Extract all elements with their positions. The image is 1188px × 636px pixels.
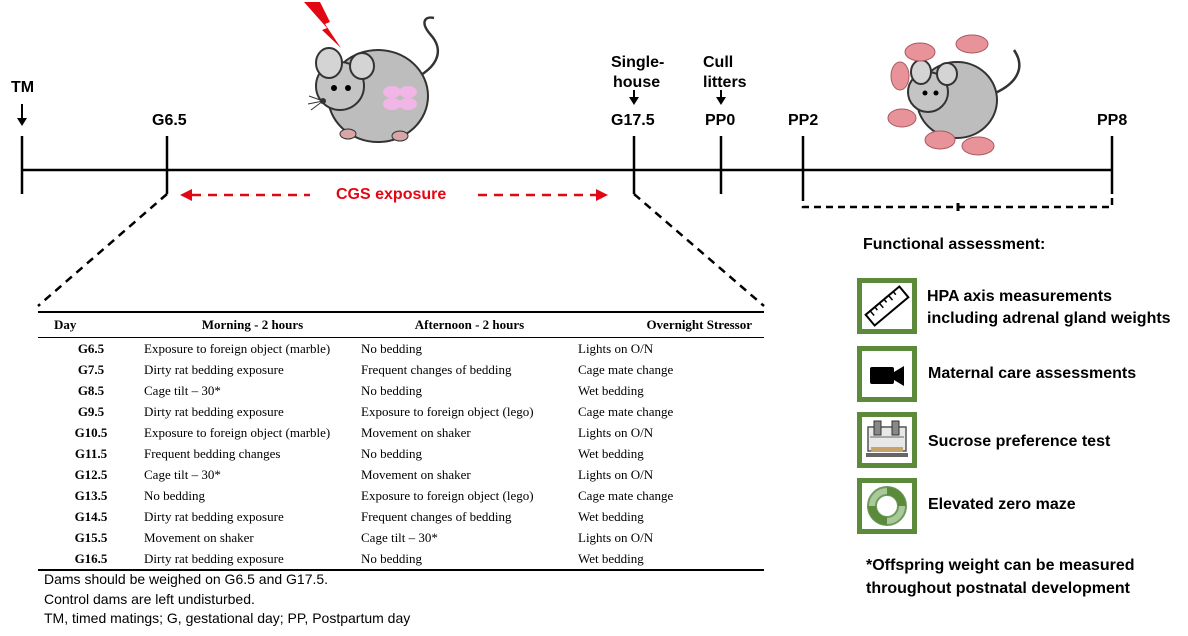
cgs-right-arrow: [478, 189, 608, 201]
table-row: G15.5 Movement on shaker Cage tilt – 30* Li…: [38, 527, 764, 548]
cell-afternoon: Movement on shaker: [361, 424, 471, 440]
cell-day: G11.5: [74, 445, 108, 461]
cell-morning: Dirty rat bedding exposure: [144, 403, 284, 419]
cell-afternoon: Exposure to foreign object (lego): [361, 487, 534, 503]
cell-afternoon: Frequent changes of bedding: [361, 508, 512, 524]
cell-afternoon: No bedding: [361, 548, 578, 571]
cell-morning: Dirty rat bedding exposure: [144, 548, 361, 571]
cgs-left-arrow: [180, 189, 310, 201]
table-row: G13.5 No bedding Exposure to foreign objec…: [38, 485, 764, 506]
cell-overnight: Lights on O/N: [578, 424, 654, 440]
cell-overnight: Cage mate change: [578, 361, 674, 377]
cell-afternoon: Frequent changes of bedding: [361, 361, 512, 377]
label-cull-litters: Cull litters: [703, 54, 747, 91]
cell-afternoon: No bedding: [361, 445, 423, 461]
cell-overnight: Lights on O/N: [578, 529, 654, 545]
cell-morning: Cage tilt – 30*: [144, 382, 221, 398]
cell-afternoon: No bedding: [361, 382, 423, 398]
label-pp0: PP0: [705, 112, 736, 129]
cell-morning: Exposure to foreign object (marble): [144, 337, 361, 359]
cell-overnight: Cage mate change: [578, 403, 674, 419]
cell-morning: Cage tilt – 30*: [144, 466, 221, 482]
cell-day: G16.5: [38, 548, 144, 571]
label-single-house: Single- house: [611, 54, 665, 91]
cell-morning: Dirty rat bedding exposure: [144, 508, 284, 524]
pp-bracket: [801, 194, 1114, 209]
zoom-line-right: [633, 193, 765, 307]
arrow-down-icon: [17, 104, 27, 126]
cell-day: G14.5: [74, 508, 108, 524]
cgs-schedule-table: Day Morning - 2 hours Afternoon - 2 hour…: [38, 311, 764, 571]
cell-morning: Frequent bedding changes: [144, 445, 281, 461]
maternal-care-text: Maternal care assessments: [928, 365, 1137, 382]
cell-day: G7.5: [77, 361, 105, 377]
timeline-graphic: [17, 2, 1114, 307]
table-header-row: Day Morning - 2 hours Afternoon - 2 hour…: [38, 312, 764, 338]
cell-day: G8.5: [77, 382, 105, 398]
cell-day: G9.5: [77, 403, 105, 419]
cell-day: G15.5: [74, 529, 108, 545]
cell-morning: Movement on shaker: [144, 529, 254, 545]
cgs-exposure-label: CGS exposure: [336, 186, 447, 203]
header-day: Day: [54, 317, 77, 332]
cell-day: G10.5: [74, 424, 108, 440]
zoom-line-left: [37, 193, 168, 307]
zero-maze-icon: [857, 478, 917, 534]
cell-day: G12.5: [74, 466, 108, 482]
label-tm: TM: [11, 79, 35, 96]
footnote-weighing: Dams should be weighed on G6.5 and G17.5…: [44, 571, 329, 587]
table-row: G12.5 Cage tilt – 30* Movement on shaker Li…: [38, 464, 764, 485]
ruler-icon: [857, 278, 917, 334]
table-row: G8.5 Cage tilt – 30* No bedding Wet bedding: [38, 380, 764, 401]
label-g175: G17.5: [611, 112, 655, 129]
elevated-zero-maze-text: Elevated zero maze: [928, 496, 1076, 513]
header-morning: Morning - 2 hours: [201, 317, 304, 332]
cell-morning: No bedding: [144, 487, 206, 503]
cell-afternoon: Cage tilt – 30*: [361, 529, 438, 545]
footnotes: Dams should be weighed on G6.5 and G17.5…: [44, 570, 410, 629]
cell-overnight: Wet bedding: [578, 382, 644, 398]
hpa-axis-text: HPA axis measurements including adrenal …: [927, 288, 1171, 327]
cell-morning: Exposure to foreign object (marble): [144, 424, 331, 440]
cell-overnight: Wet bedding: [578, 445, 644, 461]
footnote-control: Control dams are left undisturbed.: [44, 590, 255, 607]
pregnant-mouse-icon: [307, 16, 439, 143]
video-camera-icon: [857, 346, 917, 402]
cell-afternoon: Movement on shaker: [361, 466, 471, 482]
sucrose-preference-text: Sucrose preference test: [928, 433, 1111, 450]
cell-overnight: Wet bedding: [578, 508, 644, 524]
table-row: G7.5 Dirty rat bedding exposure Frequent c…: [38, 359, 764, 380]
cell-afternoon: Exposure to foreign object (lego): [361, 403, 534, 419]
label-g65: G6.5: [152, 112, 187, 129]
label-pp8: PP8: [1097, 112, 1128, 129]
cage-bottles-icon: [857, 412, 917, 468]
cell-overnight: Cage mate change: [578, 487, 674, 503]
arrow-down-icon: [629, 90, 639, 105]
cell-overnight: Lights on O/N: [578, 466, 654, 482]
lightning-icon: [304, 2, 341, 48]
offspring-weight-note: *Offspring weight can be measured throug…: [866, 557, 1135, 597]
arrow-down-icon: [716, 90, 726, 105]
table-row: G9.5 Dirty rat bedding exposure Exposure t…: [38, 401, 764, 422]
mother-with-pups-icon: [887, 34, 1021, 156]
label-pp2: PP2: [788, 112, 819, 129]
cell-morning: Dirty rat bedding exposure: [144, 361, 284, 377]
header-afternoon: Afternoon - 2 hours: [414, 317, 525, 332]
header-overnight: Overnight Stressor: [646, 317, 752, 332]
table-row: G11.5 Frequent bedding changes No bedding W…: [38, 443, 764, 464]
cell-day: G13.5: [74, 487, 108, 503]
cell-overnight: Wet bedding: [578, 548, 764, 571]
cell-day: G6.5: [38, 337, 144, 359]
table-row: G14.5 Dirty rat bedding exposure Frequent …: [38, 506, 764, 527]
functional-assessment-title: Functional assessment:: [863, 236, 1046, 253]
table-row: G10.5 Exposure to foreign object (marble)…: [38, 422, 764, 443]
cell-afternoon: No bedding: [361, 337, 578, 359]
cell-overnight: Lights on O/N: [578, 337, 764, 359]
footnote-abbreviations: TM, timed matings; G, gestational day; P…: [44, 610, 411, 626]
